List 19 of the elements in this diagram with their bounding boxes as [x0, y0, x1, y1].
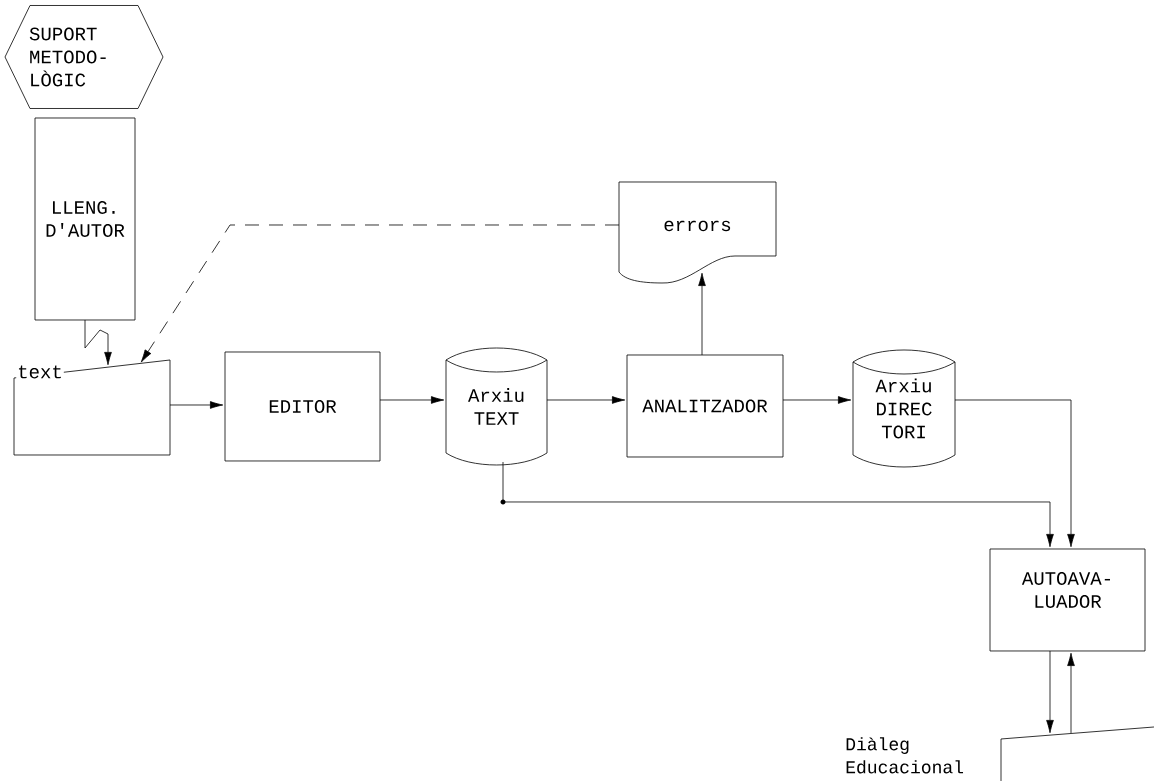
process-box: LLENG. D'AUTOR — [34, 117, 136, 321]
arrow — [500, 461, 1054, 548]
arrow — [169, 401, 224, 409]
manual-input-shape — [1000, 726, 1154, 781]
arrow — [1046, 650, 1054, 734]
arrow — [379, 396, 445, 404]
edge-label: text — [16, 364, 64, 380]
arrow — [546, 396, 626, 404]
arrow — [698, 272, 706, 356]
arrow — [954, 399, 1075, 548]
process-box: AUTOAVA- LUADOR — [989, 548, 1146, 652]
manual-input-shape — [13, 359, 171, 456]
beside-label: Diàleg Educacional — [846, 737, 963, 774]
arrow — [782, 396, 852, 404]
dashed-arrow — [140, 224, 620, 363]
arrow — [1067, 652, 1075, 734]
process-box: EDITOR — [224, 351, 381, 462]
zigzag-arrow — [84, 319, 112, 366]
process-box: ANALITZADOR — [626, 354, 784, 458]
